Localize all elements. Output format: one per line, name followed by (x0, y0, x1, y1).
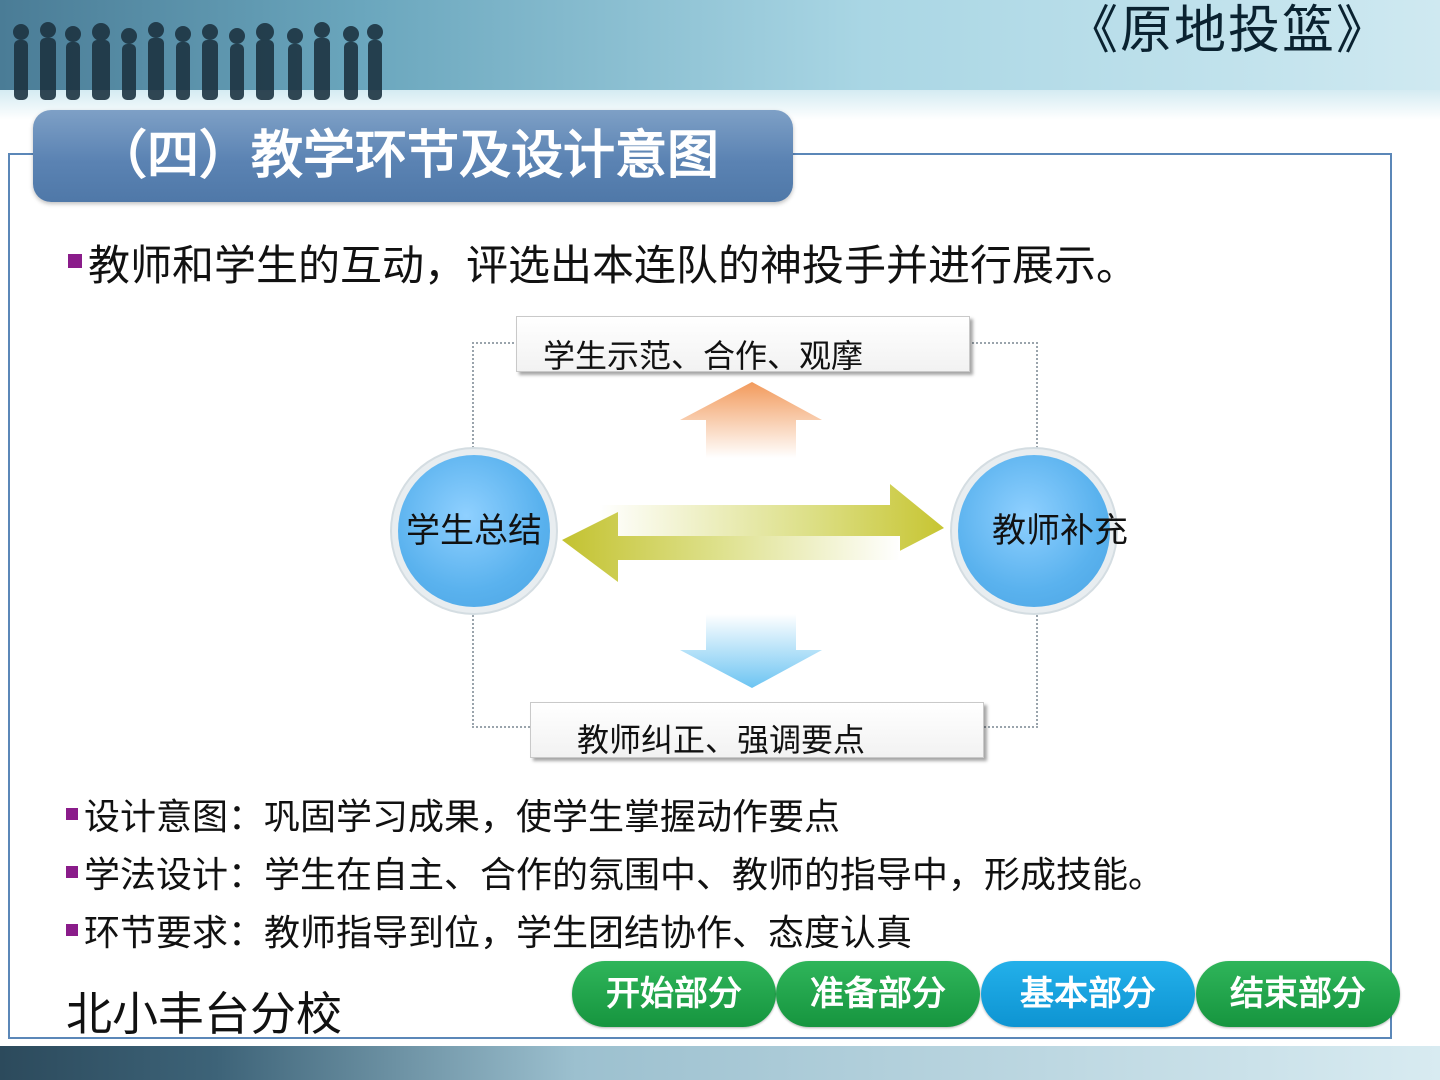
footer-band (0, 1046, 1440, 1080)
diagram-top-box: 学生示范、合作、观摩 (516, 316, 970, 372)
bullet-icon (66, 866, 78, 878)
diagram-left-circle: 学生总结 (398, 455, 550, 607)
note-text: 学法设计：学生在自主、合作的氛围中、教师的指导中，形成技能。 (84, 855, 1164, 896)
note-text: 设计意图：巩固学习成果，使学生掌握动作要点 (84, 797, 840, 838)
note-design-intent: 设计意图：巩固学习成果，使学生掌握动作要点 (66, 788, 840, 840)
main-point: 教师和学生的互动，评选出本连队的神投手并进行展示。 (68, 232, 1138, 293)
note-requirements: 环节要求：教师指导到位，学生团结协作、态度认真 (66, 904, 912, 956)
note-text: 环节要求：教师指导到位，学生团结协作、态度认真 (84, 913, 912, 954)
nav-button-basic[interactable]: 基本部分 (981, 961, 1195, 1027)
bullet-icon (66, 808, 78, 820)
deck-title: 《原地投篮》 (1066, 0, 1390, 63)
people-silhouettes-image (0, 10, 400, 120)
school-name: 北小丰台分校 (66, 978, 342, 1044)
bullet-icon (66, 924, 78, 936)
diagram-right-circle: 教师补充 (958, 455, 1110, 607)
diagram-bottom-box: 教师纠正、强调要点 (530, 702, 984, 758)
nav-button-prepare[interactable]: 准备部分 (776, 961, 980, 1027)
nav-button-end[interactable]: 结束部分 (1196, 961, 1400, 1027)
nav-button-start[interactable]: 开始部分 (572, 961, 776, 1027)
section-title: （四）教学环节及设计意图 (33, 110, 793, 202)
bullet-icon (68, 254, 82, 268)
main-point-text: 教师和学生的互动，评选出本连队的神投手并进行展示。 (88, 241, 1138, 290)
note-learning-method: 学法设计：学生在自主、合作的氛围中、教师的指导中，形成技能。 (66, 846, 1164, 898)
